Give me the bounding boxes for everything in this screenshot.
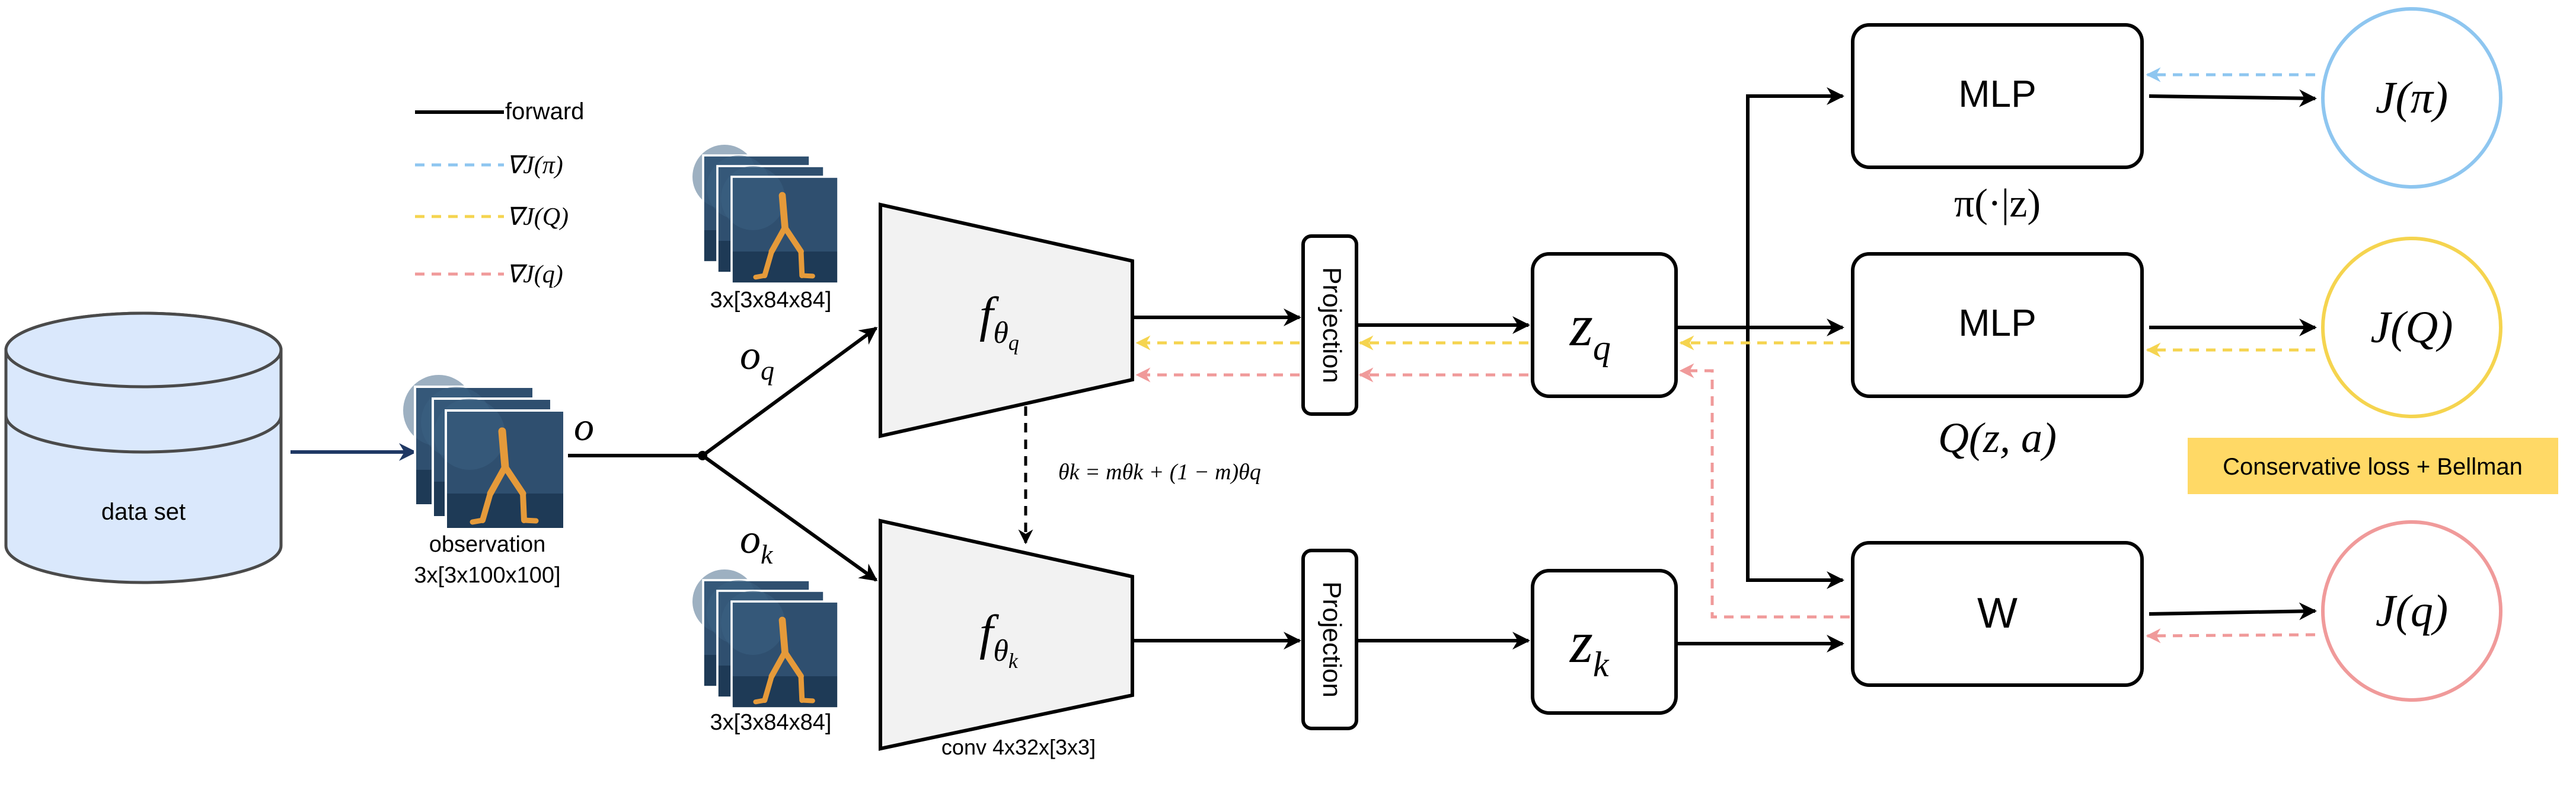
zq-to-mlp-pi-arrow — [1746, 87, 1844, 327]
objective-J-pi-label: J(π) — [2376, 73, 2448, 123]
mlp-pi-label: MLP — [1958, 72, 2036, 115]
legend-grad-pi-label: ∇J(π) — [506, 152, 563, 179]
objective-J-q-label: J(q) — [2376, 586, 2448, 636]
encoder-k: fθk — [879, 518, 1134, 751]
latent-q-label: zq — [1569, 292, 1611, 367]
projection-q-label: Projection — [1317, 267, 1346, 383]
w-box: W — [1851, 541, 2144, 687]
branch-k-symbol: ok — [740, 517, 774, 569]
zq-to-w-arrow — [1746, 327, 1844, 589]
legend: forward ∇J(π) ∇J(Q) ∇J(q) — [415, 98, 584, 288]
grad-q-to-zq-arrow — [1679, 363, 1850, 619]
encoder-q: fθq — [879, 202, 1134, 438]
branch-q-arrow — [701, 326, 878, 457]
mlp-pi-caption: π(·|z) — [1954, 180, 2041, 225]
conservative-loss-label: Conservative loss + Bellman — [2223, 454, 2523, 480]
objective-J-Q-label: J(Q) — [2370, 303, 2453, 352]
mlp-Q-label: MLP — [1958, 301, 2036, 344]
projection-q: Projection — [1301, 234, 1358, 416]
observation-shape: 3x[3x100x100] — [414, 563, 560, 588]
latent-q-box: zq — [1531, 252, 1678, 398]
branch-q-image-stack — [692, 145, 838, 284]
grad-q-to-w-arrow — [2146, 628, 2316, 644]
projection-k-label: Projection — [1317, 581, 1346, 698]
w-to-J-q-arrow — [2149, 602, 2317, 620]
legend-forward-label: forward — [505, 98, 584, 125]
observation-symbol: o — [574, 404, 594, 449]
legend-grad-Q-label: ∇J(Q) — [506, 203, 569, 231]
branch-q-symbol: oq — [740, 333, 774, 386]
latent-k-box: zk — [1531, 569, 1678, 715]
latent-k-label: zk — [1569, 609, 1610, 684]
objective-J-Q: J(Q) — [2321, 237, 2502, 418]
mlp-pi-to-J-pi-arrow — [2149, 89, 2317, 107]
mlp-Q-box: MLP — [1851, 252, 2144, 398]
objective-J-pi: J(π) — [2321, 7, 2502, 189]
mlp-Q-caption: Q(z, a) — [1938, 414, 2057, 462]
dataset-label: data set — [101, 499, 186, 525]
branch-k-arrow — [701, 454, 878, 582]
objective-J-q: J(q) — [2321, 520, 2502, 702]
legend-grad-q-label: ∇J(q) — [506, 261, 563, 288]
encoder-k-caption: conv 4x32x[3x3] — [941, 735, 1096, 759]
projection-k: Projection — [1301, 549, 1358, 730]
observation-label: observation — [429, 532, 545, 557]
branch-q-shape: 3x[3x84x84] — [710, 288, 832, 313]
conservative-loss-badge: Conservative loss + Bellman — [2188, 438, 2558, 494]
branch-k-shape: 3x[3x84x84] — [710, 710, 832, 735]
branch-k-image-stack — [692, 569, 838, 708]
observation-image-stack — [403, 375, 564, 529]
mlp-pi-box: MLP — [1851, 23, 2144, 169]
dataset-cylinder: data set — [4, 311, 283, 584]
momentum-update-formula: θk = mθk + (1 − m)θq — [1058, 460, 1261, 485]
w-label: W — [1977, 590, 2018, 637]
